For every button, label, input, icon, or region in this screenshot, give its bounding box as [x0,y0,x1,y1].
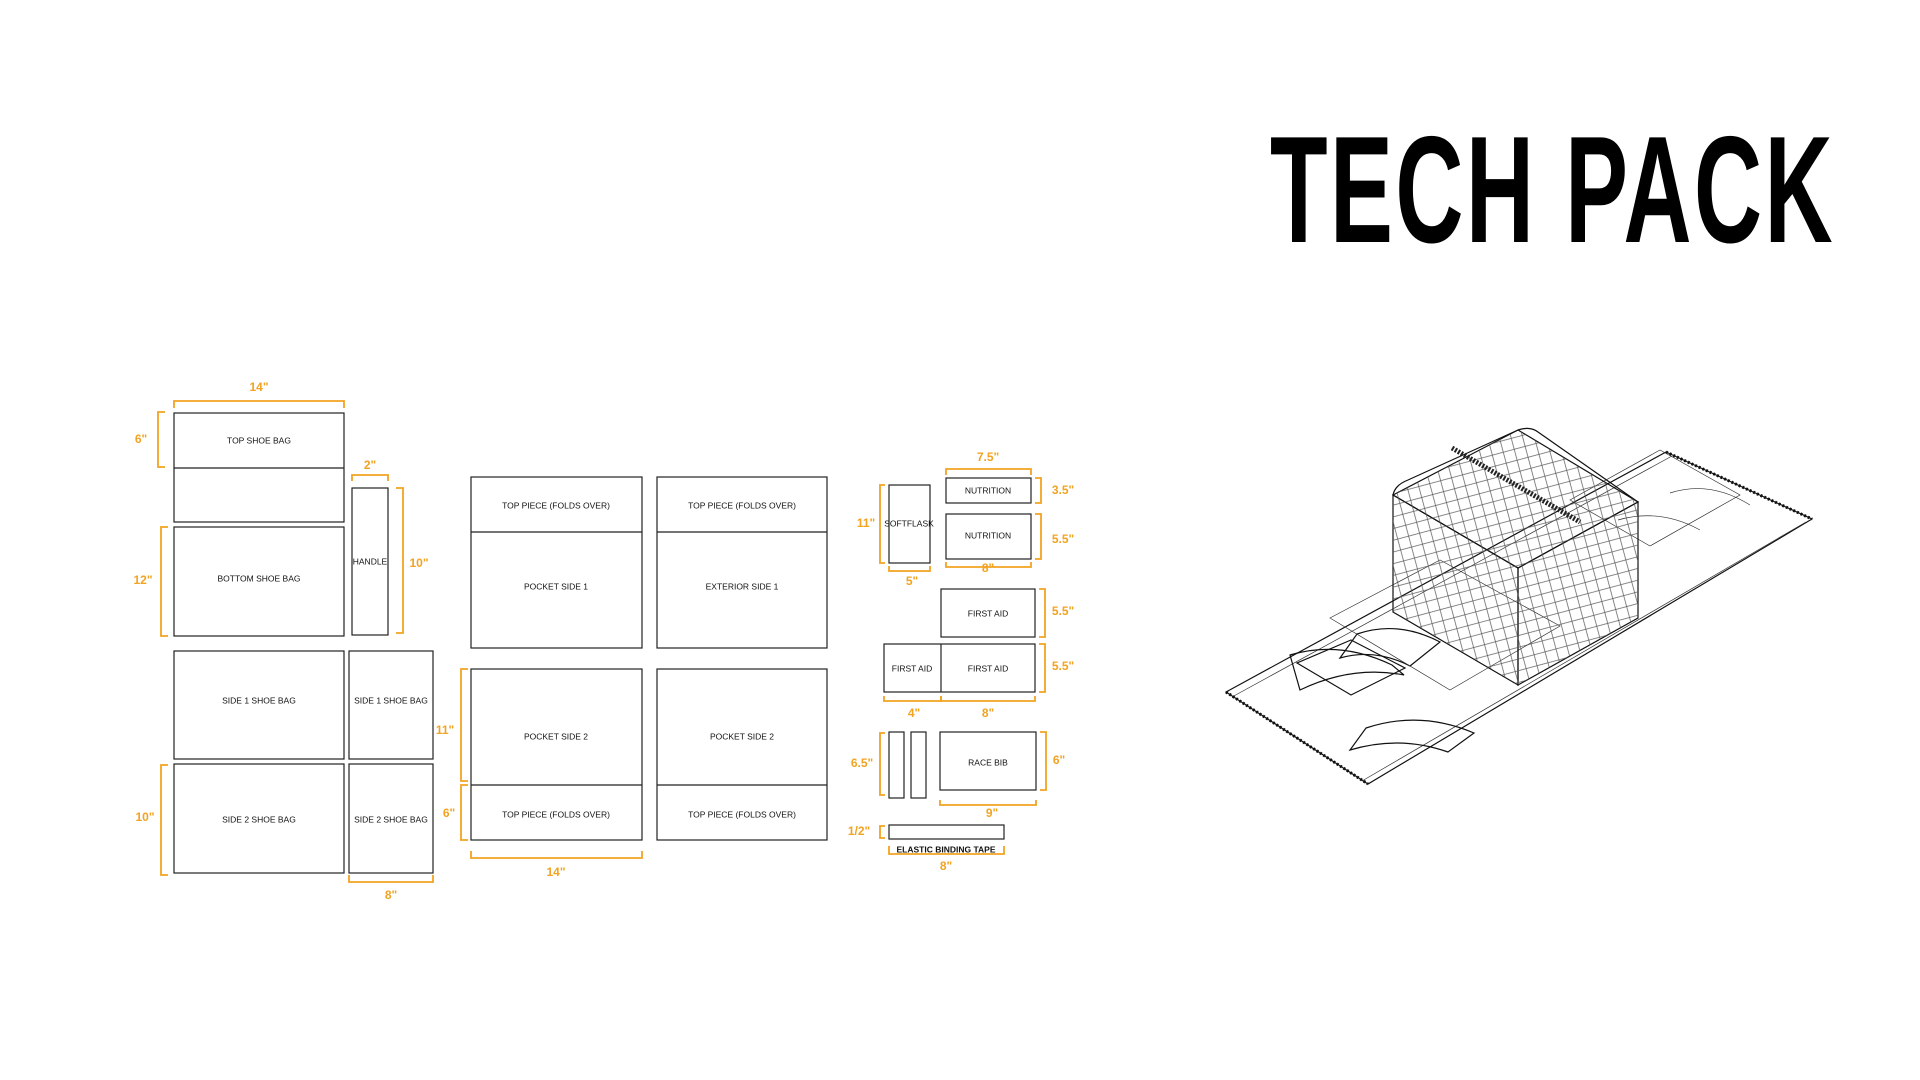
piece-exterior-side-1: TOP PIECE (FOLDS OVER) EXTERIOR SIDE 1 [656,476,828,649]
dimension-first-aid-width: 8" [940,696,1036,720]
svg-text:5.5": 5.5" [1052,604,1074,618]
svg-text:8": 8" [385,888,397,902]
dimension-nutrition-width: 7.5" [945,450,1032,475]
svg-text:10": 10" [135,810,154,824]
dimension-side-width: 8" [348,875,434,902]
piece-elastic-binding-tape [888,824,1005,840]
svg-text:8": 8" [982,561,994,575]
svg-text:TOP SHOE BAG: TOP SHOE BAG [227,435,291,445]
svg-text:TOP PIECE (FOLDS OVER): TOP PIECE (FOLDS OVER) [688,500,796,510]
dimension-first-aid-pair-height: 5.5" [1039,643,1074,693]
svg-text:FIRST AID: FIRST AID [892,663,932,673]
svg-text:5.5": 5.5" [1052,532,1074,546]
piece-nutrition-small: NUTRITION [945,477,1032,504]
dimension-top-height: 6" [135,411,165,468]
svg-text:1/2": 1/2" [848,824,870,838]
svg-text:5.5": 5.5" [1052,659,1074,673]
svg-text:8": 8" [982,706,994,720]
svg-text:EXTERIOR SIDE 1: EXTERIOR SIDE 1 [706,581,779,591]
svg-text:NUTRITION: NUTRITION [965,485,1011,495]
piece-strip-left [888,731,905,799]
svg-text:HANDLE: HANDLE [353,556,388,566]
svg-text:3.5": 3.5" [1052,483,1074,497]
dimension-race-bib-height: 6" [1040,731,1065,791]
dimension-tape-height: 1/2" [848,824,885,839]
svg-text:FIRST AID: FIRST AID [968,663,1008,673]
dimension-top-width: 14" [173,380,345,408]
svg-text:TOP PIECE (FOLDS OVER): TOP PIECE (FOLDS OVER) [688,809,796,819]
svg-text:6": 6" [443,806,455,820]
svg-text:12": 12" [133,573,152,587]
piece-first-aid-pair: FIRST AID FIRST AID [883,643,1036,693]
dimension-strip-height: 6.5" [851,732,885,796]
svg-text:RACE BIB: RACE BIB [968,757,1008,767]
svg-text:SIDE 2 SHOE BAG: SIDE 2 SHOE BAG [222,814,296,824]
svg-text:TOP PIECE (FOLDS OVER): TOP PIECE (FOLDS OVER) [502,809,610,819]
svg-text:7.5": 7.5" [977,450,999,464]
svg-text:SIDE 1 SHOE BAG: SIDE 1 SHOE BAG [222,695,296,705]
dimension-softflask-width: 5" [888,566,931,588]
svg-text:8": 8" [940,859,952,873]
dimension-fold-height: 6" [443,784,468,841]
piece-first-aid-top: FIRST AID [940,588,1036,638]
piece-pocket-side-2-left: POCKET SIDE 2 TOP PIECE (FOLDS OVER) [470,668,643,841]
dimension-bottom-height: 12" [133,526,168,637]
svg-text:4": 4" [908,706,920,720]
dimension-nutrition-large-height: 5.5" [1035,513,1074,560]
svg-text:POCKET SIDE 2: POCKET SIDE 2 [524,731,588,741]
svg-text:POCKET SIDE 2: POCKET SIDE 2 [710,731,774,741]
svg-text:2": 2" [364,458,376,472]
dimension-nutrition-large-width: 8" [945,561,1032,575]
piece-side2-shoe-bag-large: SIDE 2 SHOE BAG [173,763,345,874]
dimension-pocket-width: 14" [470,851,643,879]
piece-side2-shoe-bag-small: SIDE 2 SHOE BAG [348,763,434,874]
svg-text:SIDE 2 SHOE BAG: SIDE 2 SHOE BAG [354,814,428,824]
svg-text:6": 6" [1053,753,1065,767]
svg-text:6.5": 6.5" [851,756,873,770]
piece-side1-shoe-bag-large: SIDE 1 SHOE BAG [173,650,345,760]
svg-text:14": 14" [546,865,565,879]
piece-top-shoe-bag: TOP SHOE BAG [173,412,345,523]
svg-text:POCKET SIDE 1: POCKET SIDE 1 [524,581,588,591]
dimension-handle-height: 10" [396,487,429,634]
dimension-first-aid-top-height: 5.5" [1039,588,1074,638]
dimension-tape-width: ELASTIC BINDING TAPE 8" [888,844,1005,873]
dimension-handle-width: 2" [351,458,389,481]
dimension-pocket-height: 11" [436,668,468,782]
piece-pocket-side-2-right: POCKET SIDE 2 TOP PIECE (FOLDS OVER) [656,668,828,841]
dimension-nutrition-small-height: 3.5" [1035,477,1074,504]
svg-text:SIDE 1 SHOE BAG: SIDE 1 SHOE BAG [354,695,428,705]
svg-text:ELASTIC BINDING TAPE: ELASTIC BINDING TAPE [896,844,995,854]
dimension-softflask-height: 11" [857,484,885,564]
svg-text:11": 11" [857,516,875,530]
piece-bottom-shoe-bag: BOTTOM SHOE BAG [173,526,345,637]
dimension-first-aid-small-width: 4" [883,696,942,720]
svg-text:NUTRITION: NUTRITION [965,530,1011,540]
dimension-side2-height: 10" [135,764,168,876]
svg-text:FIRST AID: FIRST AID [968,608,1008,618]
svg-text:14": 14" [249,380,268,394]
piece-nutrition-large: NUTRITION [945,513,1032,560]
svg-text:SOFTFLASK: SOFTFLASK [884,518,934,528]
piece-softflask: SOFTFLASK [884,484,934,564]
product-illustration [1224,427,1814,786]
dimension-race-bib-width: 9" [939,800,1037,820]
svg-text:BOTTOM SHOE BAG: BOTTOM SHOE BAG [218,573,301,583]
svg-text:TOP PIECE (FOLDS OVER): TOP PIECE (FOLDS OVER) [502,500,610,510]
piece-race-bib: RACE BIB [939,731,1037,791]
svg-text:9": 9" [986,806,998,820]
piece-strip-right [910,731,927,799]
svg-text:10": 10" [409,556,428,570]
svg-text:11": 11" [436,723,454,737]
piece-handle: HANDLE [351,487,389,636]
svg-text:6": 6" [135,432,147,446]
svg-text:5": 5" [906,574,918,588]
piece-pocket-side-1: TOP PIECE (FOLDS OVER) POCKET SIDE 1 [470,476,643,649]
piece-side1-shoe-bag-small: SIDE 1 SHOE BAG [348,650,434,760]
